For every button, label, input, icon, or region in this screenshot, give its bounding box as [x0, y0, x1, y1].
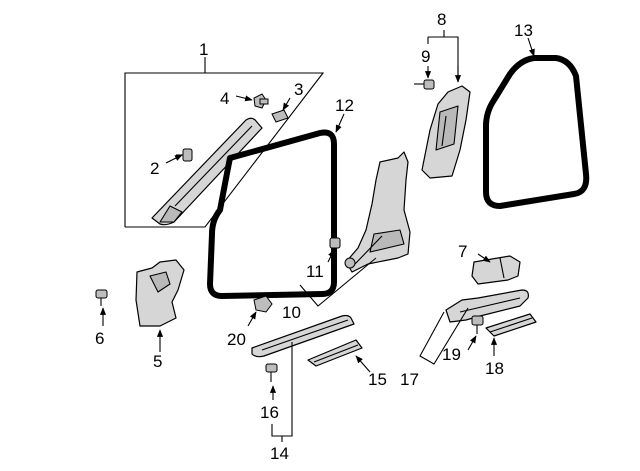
- part-2-screw: [176, 148, 193, 162]
- callout-9: 9: [421, 47, 430, 66]
- part-19-bolt: [471, 315, 484, 334]
- part-1-lower-tab: [159, 205, 183, 223]
- callout-5: 5: [153, 352, 162, 371]
- part-9-screw: [414, 79, 435, 90]
- front-door-seal-group: 12: [207, 96, 354, 299]
- callout-7: 7: [458, 242, 467, 261]
- callout-3: 3: [294, 80, 303, 99]
- callout-15: 15: [368, 370, 387, 389]
- kick-panel-group: 5 6: [95, 259, 185, 371]
- callout-6: 6: [95, 329, 104, 348]
- part-11-bolt: [329, 237, 341, 256]
- front-scuff-group: 15 16 14: [251, 314, 387, 463]
- callout-18: 18: [485, 359, 504, 378]
- b-pillar-lower-group: 11 10: [282, 151, 411, 322]
- callout-11: 11: [306, 262, 324, 281]
- part-16-bolt: [265, 363, 278, 382]
- leader-10: [299, 257, 377, 307]
- callout-10: 10: [282, 303, 301, 322]
- part-15-step-pad: [307, 339, 363, 367]
- callout-16: 16: [260, 403, 279, 422]
- part-10-b-pillar-lower-trim: [345, 151, 411, 273]
- leader-17: [419, 307, 469, 365]
- leader-8-right: [428, 36, 459, 82]
- group-box-1: [124, 72, 325, 228]
- rear-scuff-group: 18 19 17: [400, 289, 537, 389]
- part-5-kick-panel: [135, 259, 185, 327]
- part-20-clip: [253, 295, 273, 313]
- callout-14: 14: [270, 444, 289, 463]
- part-7-bracket: [471, 255, 521, 285]
- part-7-group: 7: [458, 242, 521, 285]
- callout-13: 13: [514, 21, 533, 40]
- rear-door-seal-group: 13: [483, 21, 590, 209]
- callout-20: 20: [227, 330, 246, 349]
- callout-17: 17: [400, 370, 419, 389]
- a-pillar-group: 1 2 4 3: [124, 40, 325, 228]
- callout-8: 8: [437, 10, 446, 29]
- part-6-bolt: [95, 289, 108, 306]
- b-pillar-upper-group: 8 9: [414, 10, 471, 179]
- callout-1: 1: [199, 40, 208, 59]
- callout-19: 19: [442, 345, 461, 364]
- part-13-rear-door-seal: [483, 55, 590, 209]
- callout-2: 2: [150, 159, 159, 178]
- callout-4: 4: [220, 89, 229, 108]
- part-4-clip: [253, 93, 269, 109]
- callout-12: 12: [335, 96, 354, 115]
- part-3-grommet: [271, 109, 289, 123]
